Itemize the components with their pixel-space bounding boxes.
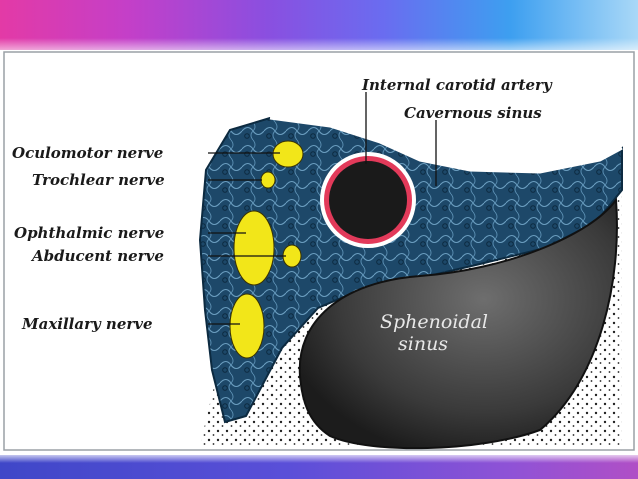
slide-header-banner [0, 0, 638, 50]
slide-footer-banner [0, 455, 638, 479]
diagram-canvas: Sphenoidal sinus Internal carotid artery… [0, 50, 638, 455]
oculomotor-nerve [272, 140, 304, 168]
ophthalmic-nerve-label: Ophthalmic nerve [14, 224, 164, 242]
trochlear-nerve-label: Trochlear nerve [32, 171, 165, 189]
dural-roof [269, 116, 623, 174]
sphenoidal-sinus-label: Sphenoidal [380, 311, 488, 333]
sphenoidal-sinus-label-2: sinus [398, 333, 448, 355]
cavernous-sinus-diagram: Sphenoidal sinus Internal carotid artery… [3, 51, 635, 451]
internal-carotid-artery-label: Internal carotid artery [361, 76, 553, 94]
sphenoidal-sinus [298, 197, 618, 450]
oculomotor-nerve-label: Oculomotor nerve [12, 144, 163, 162]
maxillary-nerve-label: Maxillary nerve [21, 315, 153, 333]
internal-carotid-artery-lumen [329, 161, 407, 239]
abducent-nerve-label: Abducent nerve [30, 247, 164, 265]
maxillary-nerve [229, 293, 265, 359]
trochlear-nerve [260, 171, 276, 189]
cavernous-sinus-label: Cavernous sinus [404, 104, 542, 122]
ophthalmic-nerve [233, 210, 275, 286]
